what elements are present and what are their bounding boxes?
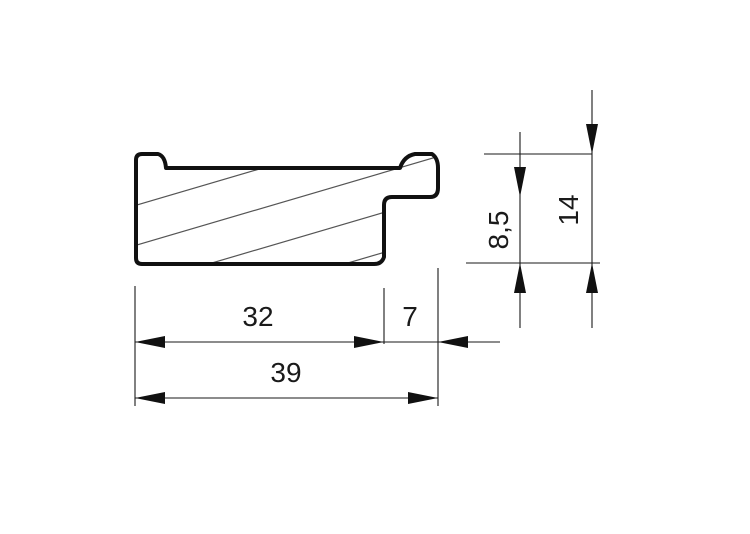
arrowhead-7-right [438, 336, 468, 348]
arrowhead-32-right [354, 336, 384, 348]
arrowhead-14-bottom [586, 263, 598, 293]
dimension-label-7: 7 [402, 301, 418, 332]
dimension-label-14: 14 [553, 194, 584, 225]
arrowhead-85-bottom [514, 263, 526, 293]
arrowhead-85-top [514, 167, 526, 197]
section-hatching [136, 154, 438, 264]
profile-outline [134, 152, 440, 266]
arrowhead-32-left [135, 336, 165, 348]
dimension-label-8-5: 8,5 [483, 211, 514, 250]
arrowhead-39-left [135, 392, 165, 404]
dimension-label-32: 32 [242, 301, 273, 332]
dimension-label-39: 39 [270, 357, 301, 388]
arrowhead-14-top [586, 124, 598, 154]
arrowhead-39-right [408, 392, 438, 404]
